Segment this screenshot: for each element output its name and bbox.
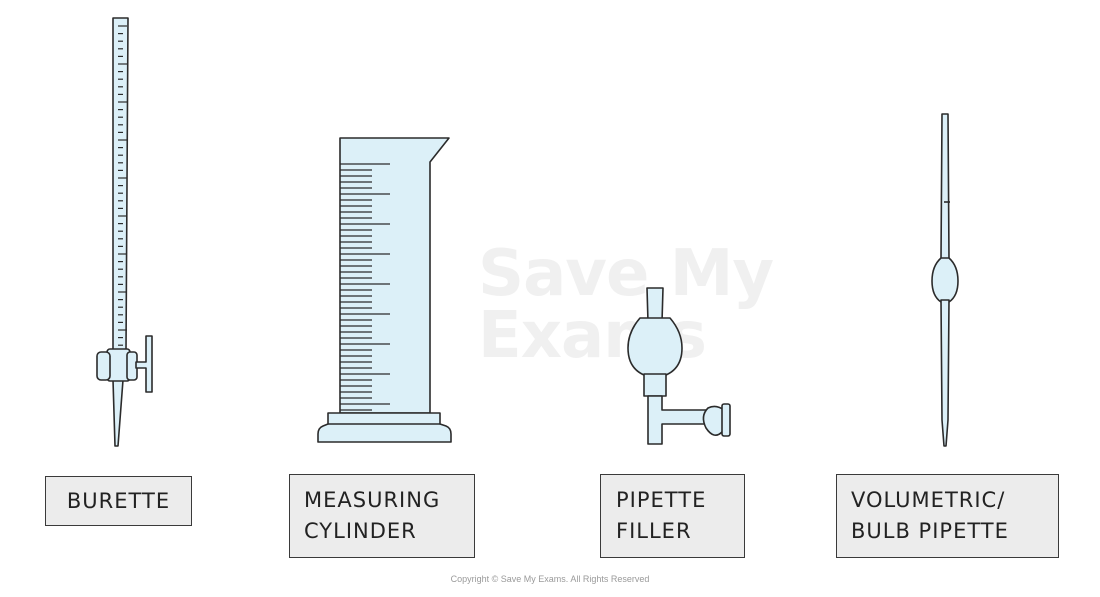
burette-label-line-1: BURETTE [66,488,171,513]
cylinder-scale [340,163,390,411]
burette-drawing [96,17,153,447]
copyright-notice: Copyright © Save My Exams. All Rights Re… [450,574,650,584]
burette-label: BURETTE [45,476,192,526]
pipette-filler-label: PIPETTE FILLER [600,474,745,558]
pipette-bulb [931,257,959,303]
measuring-cylinder-label-line-2: CYLINDER [304,519,417,543]
filler-top-stem [646,287,664,323]
pipette-lower-stem [940,299,950,447]
measuring-cylinder-label-line-1: MEASURING [304,488,441,512]
burette-tap-handle [135,335,153,393]
pipette-upper-stem [940,113,950,261]
measuring-cylinder-label: MEASURING CYLINDER [289,474,475,558]
pipette-filler-label-line-1: PIPETTE [616,488,707,512]
pipette-filler-drawing [627,287,731,445]
filler-bulb [627,317,683,379]
measuring-cylinder-drawing [317,137,452,443]
bulb-pipette-label-line-2: BULB PIPETTE [851,519,1009,543]
burette-stopcock-left [96,351,111,381]
filler-side-arm [647,395,709,445]
filler-neck [643,373,667,397]
burette-scale [118,25,127,346]
pipette-filler-label-line-2: FILLER [616,519,692,543]
bulb-pipette-label-line-1: VOLUMETRIC/ [851,488,1006,512]
watermark-line-1: Save My [478,237,774,311]
cylinder-body [339,137,450,414]
bulb-pipette-label: VOLUMETRIC/ BULB PIPETTE [836,474,1059,558]
cylinder-base [317,412,452,443]
bulb-pipette-drawing [931,113,959,447]
filler-valve [721,403,731,437]
